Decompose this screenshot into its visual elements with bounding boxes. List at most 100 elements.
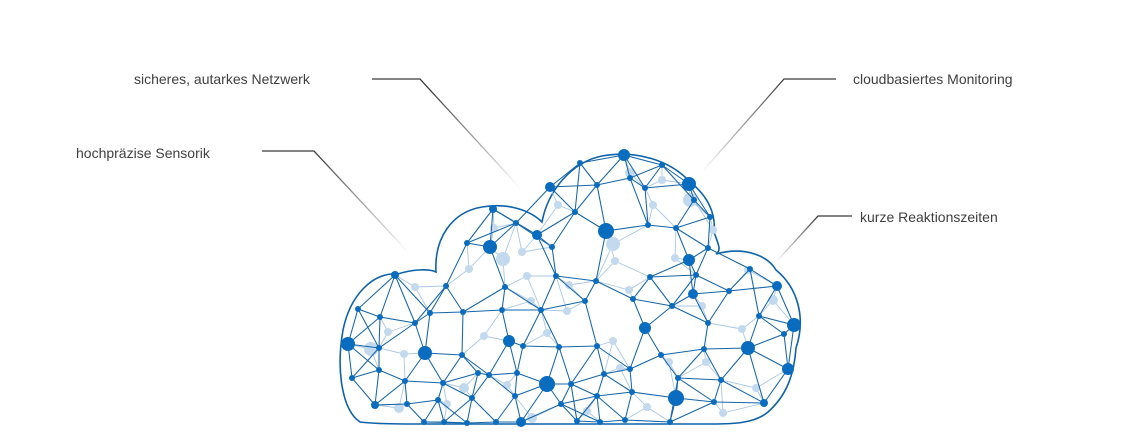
network-edge: [707, 290, 730, 324]
network-node: [443, 283, 449, 289]
network-edge: [649, 276, 673, 307]
network-edge: [713, 401, 765, 404]
network-node: [516, 417, 526, 427]
network-edge: [660, 348, 705, 356]
network-edge: [787, 324, 795, 370]
network-node: [594, 343, 600, 349]
faint-network-edge: [540, 309, 568, 312]
faint-network-node: [554, 201, 562, 209]
network-node: [645, 222, 651, 228]
network-edge: [540, 300, 586, 311]
faint-network-node: [384, 328, 392, 336]
network-node: [718, 377, 724, 383]
network-node: [572, 209, 578, 215]
network-node: [435, 397, 441, 403]
network-edge: [351, 369, 380, 379]
network-edge: [596, 373, 605, 397]
network-edge: [747, 347, 765, 404]
network-edge: [596, 177, 631, 186]
leader-line-monitoring: [701, 78, 836, 173]
network-edge: [471, 374, 490, 399]
network-edge: [599, 419, 626, 423]
network-node: [772, 281, 782, 291]
faint-network-node: [527, 413, 537, 423]
network-node: [440, 380, 446, 386]
network-edge: [623, 154, 646, 189]
network-edge: [707, 216, 711, 249]
faint-network-node: [465, 265, 473, 273]
network-edge: [649, 259, 690, 278]
faint-network-node: [649, 201, 657, 209]
network-edge: [677, 377, 722, 381]
faint-network-node: [625, 168, 635, 178]
network-node: [402, 378, 408, 384]
network-node: [675, 375, 681, 381]
network-edge: [574, 184, 598, 213]
network-edge: [357, 308, 380, 349]
network-edge: [596, 395, 601, 423]
network-node: [538, 307, 544, 313]
network-node: [642, 185, 648, 191]
network-edge: [720, 379, 765, 404]
network-edge: [644, 187, 649, 226]
network-edge: [629, 164, 663, 179]
network-node: [673, 225, 679, 231]
network-edge: [596, 345, 605, 375]
network-edge: [555, 275, 597, 282]
network-edge: [379, 274, 396, 318]
network-node: [705, 320, 711, 326]
faint-network-node: [671, 254, 679, 262]
network-edge: [495, 395, 516, 423]
network-edge: [629, 368, 633, 393]
network-edge: [515, 186, 551, 224]
network-edge: [624, 391, 633, 421]
network-node: [489, 205, 497, 213]
faint-network-edge: [755, 368, 789, 389]
faint-network-node: [683, 193, 697, 207]
network-edge: [443, 421, 468, 424]
faint-network-node: [523, 272, 531, 280]
faint-network-edge: [595, 280, 630, 291]
network-edge: [677, 377, 715, 403]
faint-network-edge: [720, 379, 757, 389]
network-node: [371, 401, 379, 409]
network-node: [404, 401, 410, 407]
network-edge: [540, 309, 560, 348]
network-edge: [357, 274, 396, 310]
faint-network-edge: [612, 340, 631, 370]
network-edge: [703, 322, 709, 350]
faint-network-node: [527, 297, 535, 305]
network-edge: [488, 340, 510, 376]
network-edge: [379, 316, 416, 324]
network-edge: [540, 275, 557, 311]
network-node: [593, 278, 599, 284]
callout-label-sensorik: hochpräzise Sensorik: [76, 145, 210, 161]
network-node: [597, 419, 603, 425]
network-node: [514, 370, 520, 376]
network-node: [639, 322, 651, 334]
network-node: [747, 266, 753, 272]
network-node: [760, 399, 768, 407]
network-edge: [595, 230, 607, 282]
network-edge: [595, 280, 634, 300]
network-node: [539, 376, 555, 392]
network-edge: [695, 247, 709, 276]
network-edge: [555, 275, 586, 302]
faint-network-edge: [378, 347, 405, 355]
network-edge: [629, 177, 646, 189]
faint-network-node: [616, 364, 624, 372]
network-edge: [629, 327, 646, 370]
faint-network-node: [609, 337, 617, 345]
network-edge: [406, 403, 425, 423]
network-node: [701, 346, 707, 352]
network-edge: [669, 401, 715, 423]
network-edge: [632, 276, 651, 300]
network-edge: [437, 399, 445, 423]
network-edge: [429, 285, 447, 314]
network-node: [594, 393, 600, 399]
network-edge: [536, 211, 576, 236]
network-nodes: [341, 149, 801, 427]
faint-network-node: [702, 358, 710, 366]
network-edge: [570, 383, 578, 422]
